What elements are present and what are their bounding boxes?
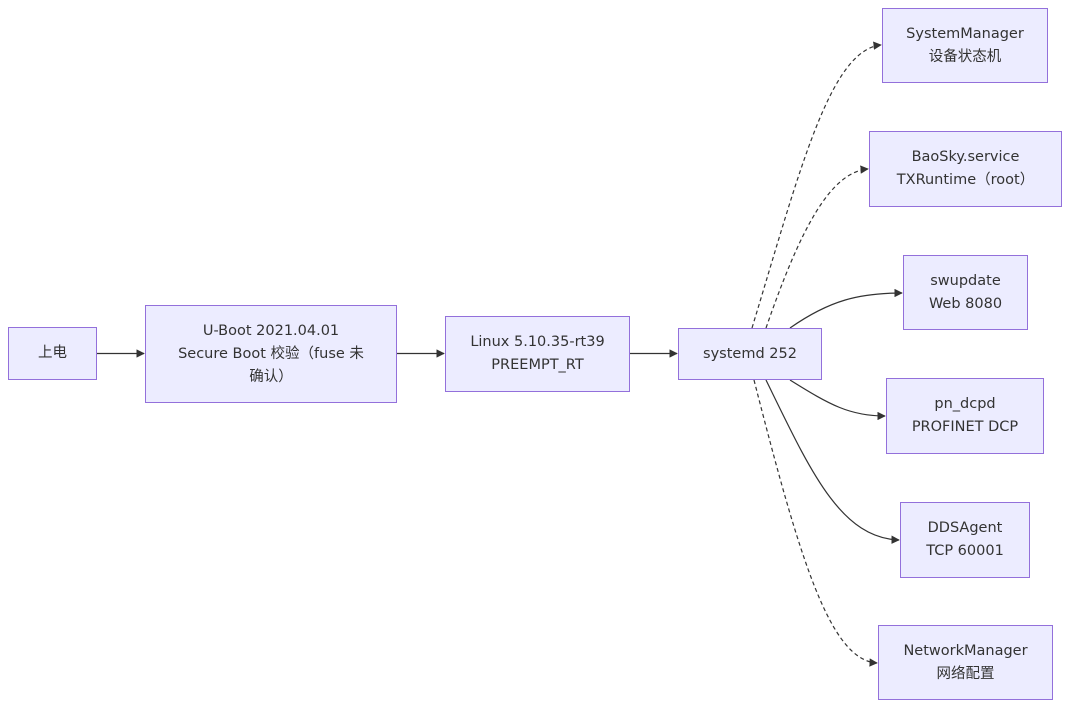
- node-swupdate-sublabel: Web 8080: [928, 295, 1003, 312]
- node-swupdate-label: swupdate: [930, 272, 1001, 289]
- node-system-manager-label: SystemManager: [906, 25, 1024, 42]
- edge-systemd-to-baosky: [765, 165, 869, 329]
- node-ddsagent-sublabel: TCP 60001: [926, 543, 1004, 559]
- node-baosky-label: BaoSky.service: [911, 149, 1020, 165]
- node-system-manager[interactable]: SystemManager 设备状态机: [882, 8, 1048, 83]
- node-pn-dcpd[interactable]: pn_dcpd PROFINET DCP: [886, 378, 1044, 454]
- node-baosky-service[interactable]: BaoSky.service TXRuntime（root）: [869, 131, 1062, 207]
- node-network-manager-sublabel: 网络配置: [936, 665, 995, 682]
- node-pn-dcpd-label: pn_dcpd: [934, 396, 996, 412]
- node-uboot[interactable]: U-Boot 2021.04.01 Secure Boot 校验（fuse 未确…: [145, 305, 397, 403]
- node-linux-label: Linux 5.10.35-rt39: [470, 334, 605, 350]
- node-power-on-label: 上电: [38, 345, 67, 361]
- edge-systemd-to-ddsagent: [765, 379, 900, 544]
- node-pn-dcpd-sublabel: PROFINET DCP: [911, 419, 1019, 435]
- node-linux-kernel[interactable]: Linux 5.10.35-rt39 PREEMPT_RT: [445, 316, 630, 392]
- node-uboot-sublabel: Secure Boot 校验（fuse 未确认）: [178, 345, 364, 385]
- edge-systemd-to-swupdate: [789, 288, 903, 329]
- node-network-manager-label: NetworkManager: [903, 642, 1028, 659]
- edge-systemd-to-network-manager: [753, 379, 878, 667]
- node-ddsagent[interactable]: DDSAgent TCP 60001: [900, 502, 1030, 578]
- edge-systemd-to-system-manager: [751, 41, 882, 329]
- node-network-manager[interactable]: NetworkManager 网络配置: [878, 625, 1053, 700]
- node-linux-sublabel: PREEMPT_RT: [491, 357, 584, 373]
- node-uboot-label: U-Boot 2021.04.01: [202, 322, 340, 339]
- node-systemd-label: systemd 252: [703, 345, 797, 362]
- node-system-manager-sublabel: 设备状态机: [928, 48, 1002, 65]
- node-baosky-sublabel: TXRuntime（root）: [896, 172, 1035, 188]
- node-systemd[interactable]: systemd 252: [678, 328, 822, 380]
- node-swupdate[interactable]: swupdate Web 8080: [903, 255, 1028, 330]
- edge-systemd-to-pn-dcpd: [789, 379, 886, 421]
- node-ddsagent-label: DDSAgent: [927, 520, 1003, 536]
- node-power-on[interactable]: 上电: [8, 327, 97, 380]
